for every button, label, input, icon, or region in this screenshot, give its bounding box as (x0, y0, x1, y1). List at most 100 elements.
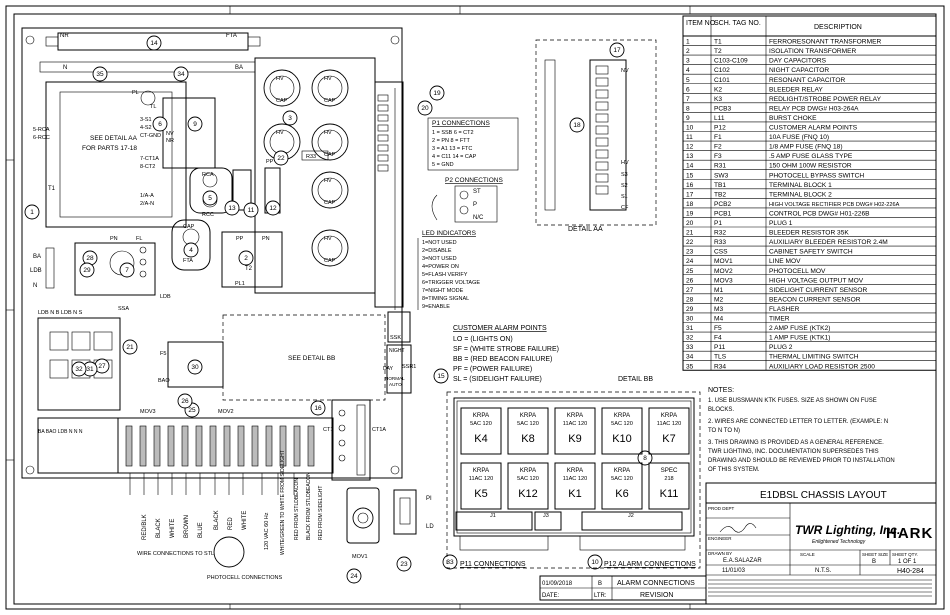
svg-text:B: B (598, 581, 602, 587)
svg-text:TWR Lighting, Inc.: TWR Lighting, Inc. (795, 523, 900, 537)
fuse-block-f4-f5: LDB N B LDB N S (37, 310, 121, 411)
svg-text:218: 218 (664, 476, 673, 482)
svg-text:13: 13 (228, 205, 236, 212)
sheet-border (5, 5, 945, 610)
svg-text:7=NIGHT MODE: 7=NIGHT MODE (422, 288, 464, 294)
bom-description: 1 AMP FUSE (KTK1) (769, 335, 830, 342)
svg-text:E1DBSL CHASSIS LAYOUT: E1DBSL CHASSIS LAYOUT (760, 490, 887, 501)
svg-text:K12: K12 (518, 488, 538, 500)
svg-text:Enlightened Technology: Enlightened Technology (812, 539, 866, 545)
bom-tag: F3 (714, 153, 722, 160)
control-pcb (374, 81, 404, 310)
bom-tag: M4 (714, 316, 723, 323)
bom-tag: R33 (714, 239, 726, 246)
svg-text:CAP: CAP (183, 224, 195, 230)
bom-item-no: 19 (686, 210, 694, 217)
svg-text:FL: FL (136, 236, 142, 242)
svg-text:26: 26 (181, 398, 189, 405)
svg-text:HV: HV (324, 236, 332, 242)
svg-text:BLACK: BLACK (156, 518, 162, 538)
p11-connections-label: P11 CONNECTIONS (460, 561, 526, 568)
svg-text:5-RCA: 5-RCA (33, 127, 50, 133)
svg-text:TL: TL (150, 104, 156, 110)
bom-tag: F2 (714, 144, 722, 151)
bom-tag: MOV3 (714, 277, 733, 284)
bom-item-no: 12 (686, 144, 694, 151)
svg-text:K11: K11 (660, 488, 679, 500)
svg-text:FTA: FTA (183, 258, 193, 264)
svg-text:3=NOT USED: 3=NOT USED (422, 256, 457, 262)
svg-text:NR: NR (166, 138, 174, 144)
svg-text:SHEET SIZE: SHEET SIZE (862, 552, 888, 557)
svg-text:ST: ST (473, 189, 481, 195)
bom-tag: M1 (714, 287, 723, 294)
balloon-28: 28 (82, 250, 98, 266)
svg-text:TO N TO N): TO N TO N) (708, 428, 740, 434)
balloon-26: 26 (177, 393, 193, 409)
svg-text:7: 7 (125, 267, 129, 274)
bb-connectors: J1 J3 J2 (455, 511, 686, 551)
svg-text:DATE:: DATE: (542, 593, 560, 599)
svg-text:CAP: CAP (324, 258, 336, 264)
svg-text:35: 35 (96, 71, 104, 78)
svg-text:LO = (LIGHTS ON): LO = (LIGHTS ON) (453, 336, 513, 343)
bom-item-no: 26 (686, 277, 694, 284)
svg-text:22: 22 (277, 155, 285, 162)
svg-text:NR: NR (60, 33, 69, 39)
bom-tag: L11 (714, 115, 725, 122)
svg-text:32: 32 (75, 366, 83, 373)
bom-description: BEACON CURRENT SENSOR (769, 296, 861, 303)
balloon-32: 32 (71, 361, 87, 377)
bom-tag: F5 (714, 325, 722, 332)
bom-description: REDLIGHT/STROBE POWER RELAY (769, 96, 882, 103)
svg-text:2=DISABLE: 2=DISABLE (422, 248, 452, 254)
bom-description: SIDELIGHT CURRENT SENSOR (769, 287, 868, 294)
bom-description: DAY CAPACITORS (769, 58, 827, 65)
svg-text:RED: RED (228, 517, 234, 530)
svg-text:DETAIL BB: DETAIL BB (618, 376, 653, 383)
bom-tag: PCB2 (714, 201, 732, 208)
svg-text:28: 28 (86, 255, 94, 262)
svg-text:PF = (POWER FAILURE): PF = (POWER FAILURE) (453, 366, 532, 373)
svg-text:7-CT1A: 7-CT1A (140, 156, 159, 162)
svg-text:3-S1: 3-S1 (140, 117, 152, 123)
svg-text:CF: CF (621, 205, 629, 211)
bom-tag: T1 (714, 39, 722, 46)
svg-text:RED FROM STLDBEACON: RED FROM STLDBEACON (294, 478, 300, 540)
svg-text:SCALE: SCALE (800, 552, 815, 557)
svg-text:CAP: CAP (276, 98, 288, 104)
left-terminal-block: BA LDB N (30, 247, 55, 289)
bom-item-no: 6 (686, 86, 690, 93)
bom-item-no: 3 (686, 58, 690, 65)
notes-block: NOTES: 1. USE BUSSMANN KTK FUSES. SIZE A… (708, 387, 895, 473)
bom-description: RESONANT CAPACITOR (769, 77, 845, 84)
svg-text:6: 6 (158, 121, 162, 128)
svg-text:9: 9 (193, 121, 197, 128)
svg-text:ENGINEER: ENGINEER (708, 536, 732, 541)
svg-text:HV: HV (621, 160, 629, 166)
svg-text:1 OF 1: 1 OF 1 (898, 559, 917, 565)
svg-text:3: 3 (288, 115, 292, 122)
balloon-34: 34 (173, 66, 189, 82)
svg-text:NOTES:: NOTES: (708, 387, 734, 394)
svg-text:1. USE BUSSMANN KTK FUSES. SI: 1. USE BUSSMANN KTK FUSES. SIZE AS SHOWN… (708, 398, 877, 404)
svg-text:S3: S3 (621, 172, 628, 178)
wire-connections-label: WIRE CONNECTIONS TO STLDBEACON (137, 551, 241, 557)
wire-labels: RED/BLK BLACK WHITE BROWN BLUE BLACK RED… (142, 510, 248, 540)
svg-text:PI: PI (426, 496, 432, 502)
svg-text:2. WIRES ARE CONNECTED LETTER: 2. WIRES ARE CONNECTED LETTER TO LETTER.… (708, 419, 888, 425)
balloon-2: 2 (238, 250, 254, 266)
bom-item-no: 14 (686, 163, 694, 170)
svg-text:23: 23 (400, 561, 408, 568)
bom-header-item: ITEM NO. (686, 20, 717, 27)
svg-text:T2: T2 (245, 266, 253, 272)
bom-description: 1/8 AMP FUSE (FNQ 18) (769, 144, 843, 151)
chassis-plate (21, 27, 403, 479)
wire-leads (129, 473, 295, 495)
